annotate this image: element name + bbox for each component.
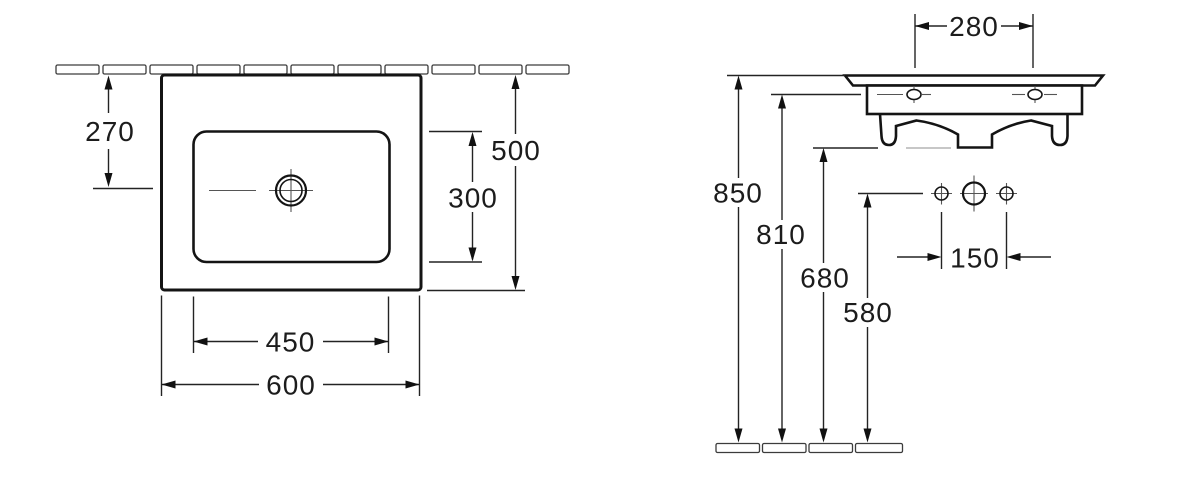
wall-tile <box>337 64 382 75</box>
tap-hole-left <box>934 186 949 201</box>
arrowhead-down <box>468 247 477 262</box>
dim-label-680: 680 <box>800 263 850 294</box>
dim-rim-height: 850 <box>713 74 845 443</box>
wall-tile <box>525 64 570 75</box>
arrowhead-up <box>819 148 828 162</box>
arrowhead-down <box>734 428 743 443</box>
dim-label-580: 580 <box>843 297 893 328</box>
arrowhead-down <box>104 173 113 187</box>
arrowhead-down <box>511 276 520 290</box>
arrowhead-up <box>734 75 743 90</box>
drain-outer-circle <box>274 174 308 207</box>
fixing-holes <box>877 86 1057 103</box>
arrowhead-right <box>374 337 389 346</box>
arrowhead-up <box>104 75 113 90</box>
wall-tile <box>431 64 476 75</box>
arrowhead-right <box>405 380 420 389</box>
arrowhead-up <box>778 94 786 109</box>
wall-tile <box>478 64 523 75</box>
dim-underside-height: 680 <box>800 147 951 443</box>
dim-drain-offset: 270 <box>85 75 153 190</box>
wall-tile <box>384 64 429 75</box>
arrowhead-down <box>863 428 872 443</box>
dim-fixing-hole-spacing: 280 <box>914 11 1034 68</box>
floor-tile <box>715 442 761 454</box>
arrowhead-up <box>511 75 520 89</box>
dim-label-150: 150 <box>950 243 1000 274</box>
arrowhead-down <box>778 428 786 443</box>
arrowhead-up <box>468 132 477 146</box>
dim-bowl-depth: 300 <box>429 130 498 263</box>
floor-tile <box>854 442 904 454</box>
dim-label-270: 270 <box>85 116 135 147</box>
dim-tap-line-height: 580 <box>843 192 923 443</box>
arrowhead-down <box>819 428 828 443</box>
fixing-hole-right <box>1027 88 1043 101</box>
floor-tile-strip <box>715 442 904 454</box>
drain-inner-circle <box>279 178 303 203</box>
tap-hole-center <box>961 181 987 206</box>
arrowhead-left <box>915 22 929 30</box>
wall-tile <box>149 64 194 75</box>
arrowhead-left <box>193 337 208 346</box>
underside-profile <box>878 113 1069 149</box>
tap-holes <box>931 175 1017 212</box>
dim-overall-width: 600 <box>160 295 421 401</box>
arrowhead-left <box>161 380 176 389</box>
arrowhead-up <box>863 193 872 208</box>
dim-label-850: 850 <box>713 178 763 209</box>
wall-tile <box>55 64 100 75</box>
dim-label-810: 810 <box>756 219 806 250</box>
wall-tile <box>196 64 241 75</box>
dim-label-300: 300 <box>448 183 498 214</box>
dim-label-280: 280 <box>949 11 999 42</box>
front-view: 280 850 810 680 <box>713 11 1106 454</box>
dim-overall-depth: 500 <box>427 75 541 292</box>
arrowhead-left <box>1006 253 1021 261</box>
dim-bowl-width: 450 <box>192 296 390 358</box>
drain-hole <box>209 169 313 212</box>
tap-hole-right <box>999 186 1014 201</box>
arrowhead-right <box>927 253 942 261</box>
top-view: 270 500 300 450 <box>55 64 570 401</box>
floor-tile <box>761 442 807 454</box>
rim-profile <box>842 74 1106 87</box>
fixing-hole-left <box>906 88 922 101</box>
wall-tile-strip <box>55 64 570 75</box>
body-profile <box>865 84 1084 116</box>
arrowhead-right <box>1019 22 1033 30</box>
floor-tile <box>808 442 854 454</box>
wall-tile <box>290 64 335 75</box>
dim-label-450: 450 <box>266 327 316 358</box>
dim-label-600: 600 <box>266 370 316 401</box>
dim-fixing-hole-height: 810 <box>756 93 861 443</box>
wall-tile <box>243 64 288 75</box>
dim-label-500: 500 <box>491 135 541 166</box>
dim-tap-hole-spacing: 150 <box>897 212 1051 274</box>
wall-tile <box>102 64 147 75</box>
